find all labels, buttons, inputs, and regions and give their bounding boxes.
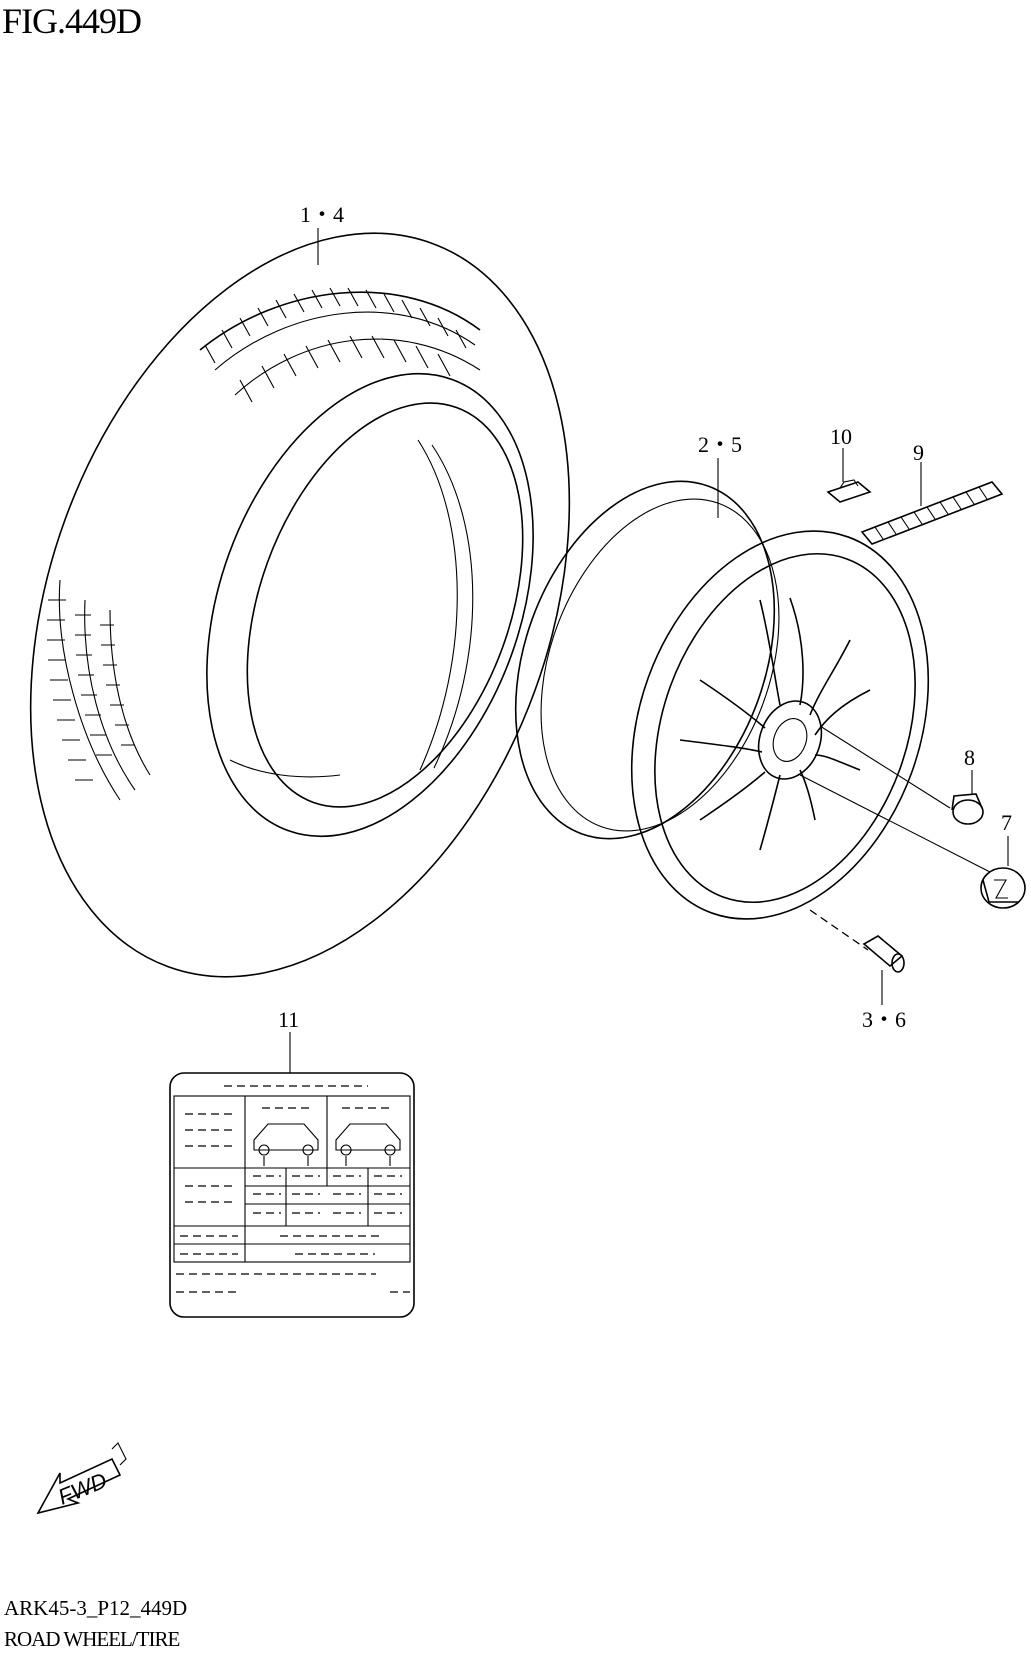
figure-code: ARK45-3_P12_449D — [4, 1596, 188, 1620]
balance-weight[interactable] — [860, 481, 1004, 545]
tire[interactable] — [0, 158, 667, 1053]
cap-leader — [799, 774, 991, 873]
nut-leader — [819, 725, 951, 809]
tire-valve[interactable] — [862, 935, 905, 973]
fwd-arrow: FWD — [36, 1442, 127, 1515]
callout-center-cap[interactable]: 7 — [1001, 810, 1012, 835]
tire-pressure-label[interactable] — [169, 1072, 415, 1318]
callout-weight-clip[interactable]: 10 — [830, 424, 852, 449]
callout-nut[interactable]: 8 — [964, 745, 975, 770]
weight-clip[interactable] — [826, 479, 872, 503]
callout-balance-weight[interactable]: 9 — [913, 440, 924, 465]
callout-tire[interactable]: 1・4 — [300, 202, 344, 227]
wheel-nut[interactable] — [951, 793, 984, 825]
callout-label[interactable]: 11 — [278, 1007, 299, 1032]
center-cap[interactable] — [980, 867, 1026, 909]
road-wheel[interactable] — [469, 445, 980, 961]
valve-dash — [809, 909, 869, 951]
callout-wheel[interactable]: 2・5 — [698, 432, 742, 457]
fwd-label: FWD — [55, 1468, 111, 1510]
figure-title: FIG.449D — [2, 1, 142, 41]
figure-name: ROAD WHEEL/TIRE — [4, 1627, 180, 1651]
callout-valve[interactable]: 3・6 — [862, 1007, 906, 1032]
